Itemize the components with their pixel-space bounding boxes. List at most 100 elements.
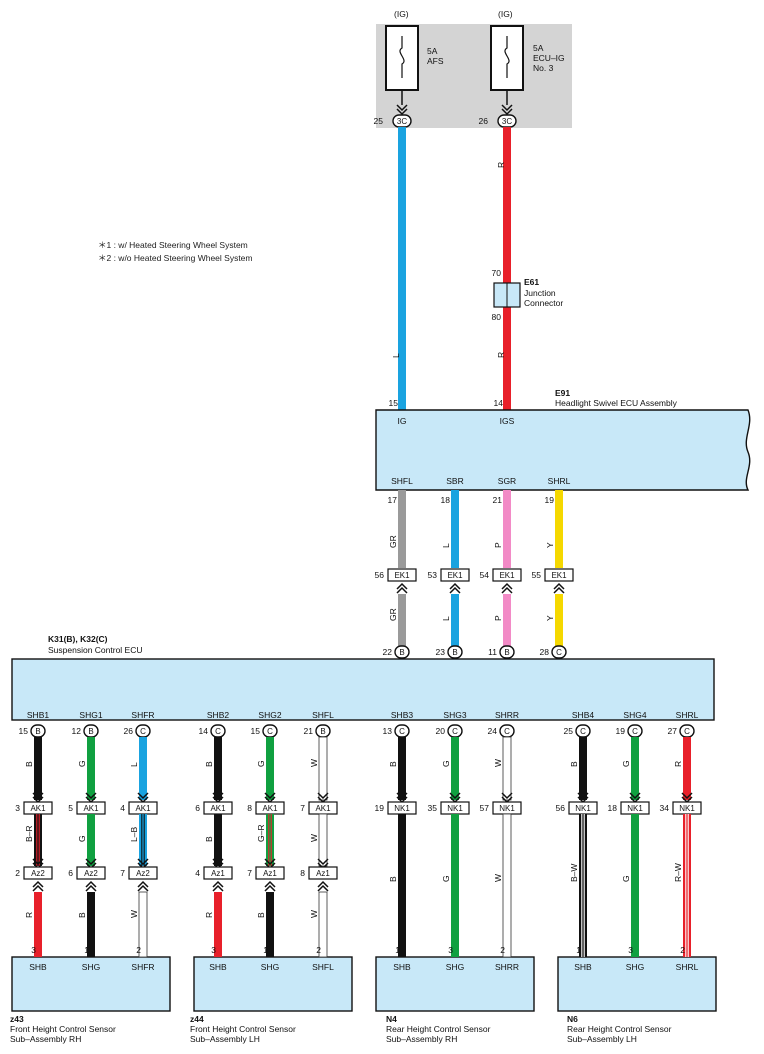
junction-pin-in: 70 — [492, 268, 502, 278]
note-2: ＊2 : w/o Heated Steering Wheel System — [98, 253, 253, 263]
wire-color-code: R — [24, 912, 34, 918]
headlight-ecu-output-pin: 17 — [388, 495, 398, 505]
sensor-pin-number: 1 — [84, 945, 89, 955]
wire-shg3-b — [451, 814, 459, 957]
connector-nk1-label: NK1 — [394, 804, 410, 813]
sensor-pin-number: 1 — [576, 945, 581, 955]
connector-ak1-label: AK1 — [210, 804, 226, 813]
wire-sgr-lower — [503, 594, 511, 646]
suspension-ecu-pin — [499, 645, 515, 659]
headlight-ecu-code: E91 — [555, 388, 571, 398]
connector-terminal — [264, 880, 276, 892]
connector-ek1 — [544, 568, 574, 582]
connector-az1 — [203, 866, 233, 880]
connector-ak1-label: AK1 — [83, 804, 99, 813]
suspension-ecu-pin-number: 28 — [540, 647, 550, 657]
wire-color-code: L — [129, 762, 139, 767]
wire-shfl-upper — [398, 490, 406, 568]
sensor-n4-box — [375, 956, 535, 1012]
junction-code: E61 — [524, 277, 540, 287]
headlight-ecu-input-pin: 14 — [494, 398, 504, 408]
wire-shfl-c — [318, 891, 328, 958]
wire-shb2-a — [214, 737, 222, 800]
headlight-ecu-input-label: IG — [398, 416, 407, 426]
wire-color-code: W — [493, 874, 503, 882]
headlight-ecu-input-label: IGS — [500, 416, 515, 426]
wire-color-code: L–B — [129, 827, 139, 842]
connector-ak1-label: AK1 — [315, 804, 331, 813]
sensor-pin-number: 2 — [680, 945, 685, 955]
suspension-ecu-pin-number: 20 — [436, 726, 446, 736]
wire-sgr-upper — [503, 490, 511, 568]
sensor-terminal-label: SHB — [393, 962, 411, 972]
connector-pin: 57 — [480, 803, 490, 813]
wire-shfr-c — [138, 891, 148, 958]
headlight-ecu-output-label: SGR — [498, 476, 516, 486]
suspension-ecu-pin-number: 24 — [488, 726, 498, 736]
connector-ek1-pin: 53 — [428, 570, 438, 580]
wire-color-code: W — [129, 910, 139, 918]
suspension-ecu-terminal-label: SHG1 — [79, 710, 102, 720]
suspension-ecu-pin-number: 15 — [19, 726, 29, 736]
wire-shrl-upper — [555, 490, 563, 568]
connector-ek1-label: EK1 — [499, 571, 515, 580]
wire-shfl-a — [318, 736, 328, 801]
sensor-pin-number: 3 — [628, 945, 633, 955]
sensor-terminal-label: SHFL — [312, 962, 334, 972]
wire-shfr-a — [139, 737, 147, 800]
connector-pin: 4 — [120, 803, 125, 813]
sensor-pin-number: 3 — [31, 945, 36, 955]
suspension-ecu-pin-label: C — [580, 727, 586, 736]
suspension-ecu-name: Suspension Control ECU — [48, 645, 143, 655]
fuse-2-name: ECU–IG — [533, 53, 565, 63]
fuse-2-rating: 5A — [533, 43, 544, 53]
sensor-pin-number: 2 — [316, 945, 321, 955]
wire-shrr-b — [502, 813, 512, 958]
junction-name1: Junction — [524, 288, 556, 298]
sensor-z44-code: z44 — [190, 1014, 204, 1024]
headlight-ecu-output-label: SHRL — [548, 476, 571, 486]
wire-shfl-lower — [398, 594, 406, 646]
wire-shrl-a — [683, 737, 691, 800]
wire-color-code: B–R — [24, 825, 34, 842]
connector-nk1-label: NK1 — [575, 804, 591, 813]
wire-sbr-upper — [451, 490, 459, 568]
suspension-ecu-terminal-label: SHFL — [312, 710, 334, 720]
suspension-ecu-pin-label: C — [504, 727, 510, 736]
wire-color-code: G — [77, 760, 87, 767]
suspension-ecu-pin-label: B — [35, 727, 40, 736]
wire-shg2-c — [266, 892, 274, 957]
suspension-ecu-pin-number: 11 — [488, 647, 497, 657]
connector-pin: 7 — [300, 803, 305, 813]
connector-az2-label: Az2 — [31, 869, 45, 878]
suspension-ecu-pin-label: B — [320, 727, 325, 736]
fuse-1-pin: 25 — [374, 116, 384, 126]
connector-ek1-terminal — [553, 582, 565, 594]
sensor-terminal-label: SHRR — [495, 962, 519, 972]
connector-ak1-label: AK1 — [262, 804, 278, 813]
connector-pin: 2 — [15, 868, 20, 878]
fuse-1-symbol — [399, 36, 405, 78]
connector-pin: 7 — [247, 868, 252, 878]
wire-igs-color-upper: R — [496, 162, 506, 168]
headlight-ecu-output-pin: 19 — [545, 495, 555, 505]
suspension-ecu-terminal-label: SHRL — [676, 710, 699, 720]
wire-color-code: B — [204, 761, 214, 767]
connector-ek1-pin: 54 — [480, 570, 490, 580]
headlight-ecu-output-label: SHFL — [391, 476, 413, 486]
connector-pin: 6 — [195, 803, 200, 813]
connector-pin: 3 — [15, 803, 20, 813]
wire-shb1-a — [34, 737, 42, 800]
suspension-ecu-pin-label: C — [556, 648, 562, 657]
wire-color-code: Y — [545, 542, 555, 548]
connector-ak1-label: AK1 — [135, 804, 151, 813]
suspension-ecu-pin-label: B — [504, 648, 509, 657]
connector-az2 — [128, 866, 158, 880]
headlight-ecu-input-pin: 15 — [389, 398, 399, 408]
suspension-ecu-pin — [394, 645, 410, 659]
wire-color-code: P — [493, 542, 503, 548]
connector-pin: 5 — [68, 803, 73, 813]
wire-color-code: B — [24, 761, 34, 767]
wire-color-code: G — [441, 875, 451, 882]
sensor-z43-name1: Front Height Control Sensor — [10, 1024, 116, 1034]
